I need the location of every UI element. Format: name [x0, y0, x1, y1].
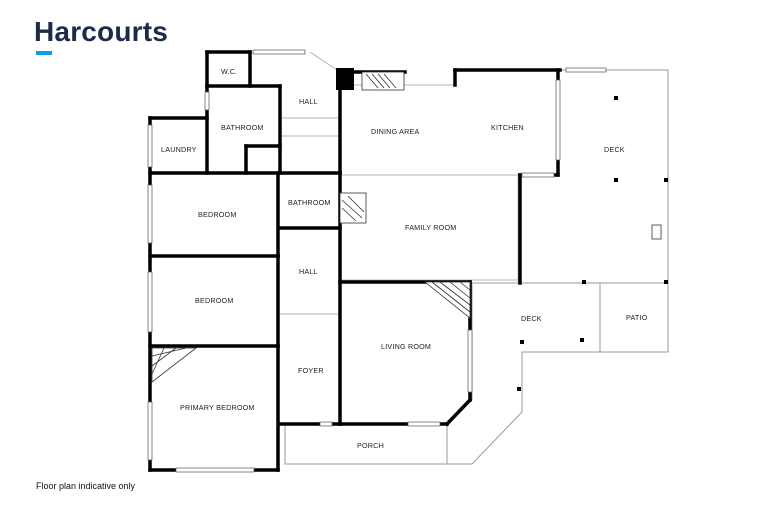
label-wc: W.C. — [221, 67, 237, 76]
label-deck-right: DECK — [604, 145, 625, 154]
label-dining: DINING AREA — [371, 127, 420, 136]
logo-accent-bar — [36, 51, 52, 55]
label-living: LIVING ROOM — [381, 342, 431, 351]
label-bathroom-mid: BATHROOM — [288, 198, 331, 207]
stair-primary — [151, 347, 198, 383]
logo-wordmark: Harcourts — [34, 16, 169, 47]
label-bedroom-2: BEDROOM — [195, 296, 234, 305]
label-laundry: LAUNDRY — [161, 145, 197, 154]
wc-block — [336, 68, 354, 90]
fittings — [151, 68, 662, 383]
label-family: FAMILY ROOM — [405, 223, 456, 232]
label-bathroom-top: BATHROOM — [221, 123, 264, 132]
deck-posts — [517, 96, 668, 391]
stair-living — [423, 281, 471, 319]
label-foyer: FOYER — [298, 366, 324, 375]
label-porch: PORCH — [357, 441, 384, 450]
outdoor-areas — [284, 69, 669, 465]
label-hall-mid: HALL — [299, 267, 318, 276]
deck-hatch — [651, 224, 662, 240]
label-kitchen: KITCHEN — [491, 123, 524, 132]
label-bedroom-1: BEDROOM — [198, 210, 237, 219]
label-deck-mid: DECK — [521, 314, 542, 323]
label-patio: PATIO — [626, 313, 648, 322]
deck-mid-outline — [447, 282, 669, 465]
deck-right-outline — [560, 69, 669, 283]
label-hall-top: HALL — [299, 97, 318, 106]
porch-outline — [284, 424, 448, 465]
windows — [147, 49, 607, 473]
label-primary-bedroom: PRIMARY BEDROOM — [180, 403, 255, 412]
disclaimer-note: Floor plan indicative only — [36, 481, 136, 491]
